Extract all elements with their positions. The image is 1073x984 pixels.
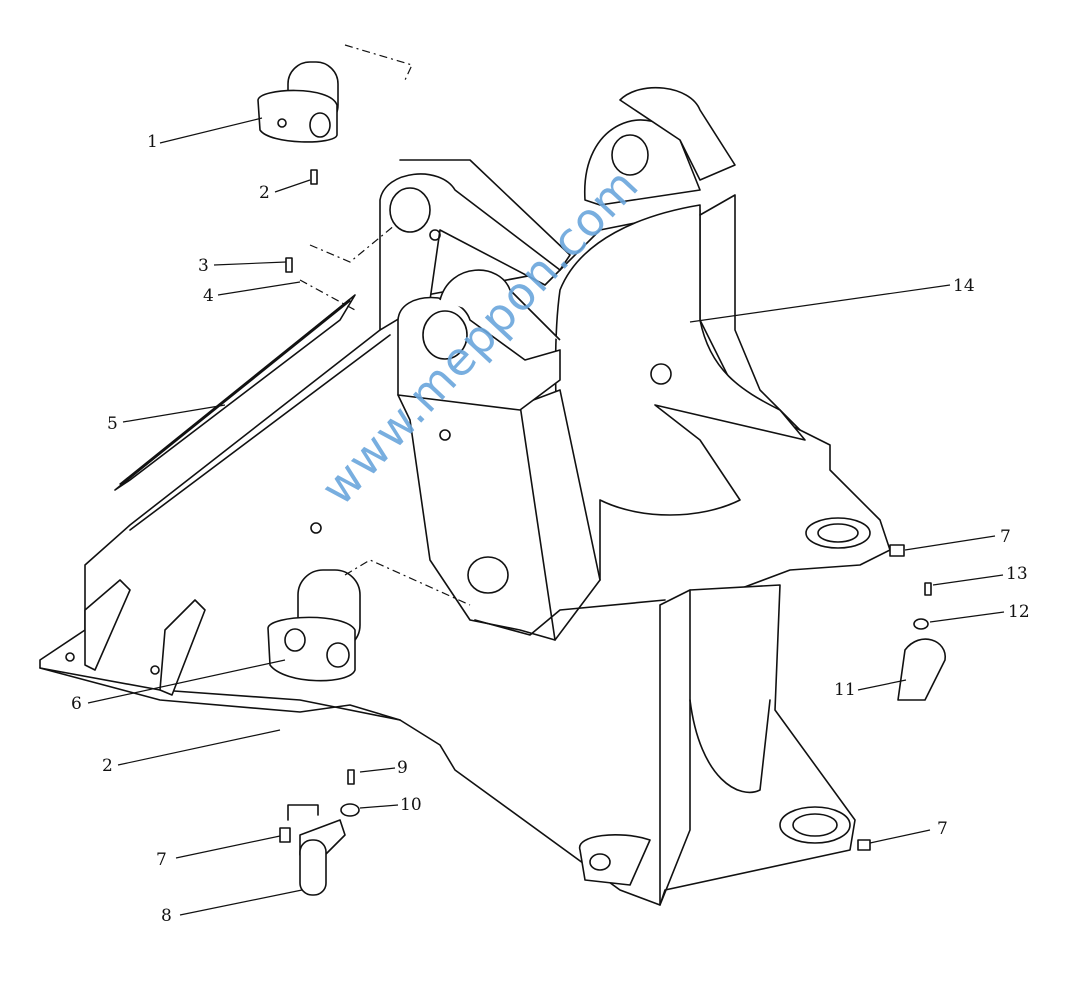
callout-11: 11 bbox=[834, 680, 856, 700]
callout-8: 8 bbox=[161, 906, 172, 926]
callout-9: 9 bbox=[397, 758, 408, 778]
callout-13: 13 bbox=[1006, 564, 1028, 584]
part-5-strip bbox=[114, 294, 391, 531]
small-parts bbox=[279, 169, 946, 896]
callout-14: 14 bbox=[953, 276, 975, 296]
callout-7a: 7 bbox=[156, 850, 167, 870]
leader-lines bbox=[87, 117, 1005, 916]
callout-2b: 2 bbox=[102, 756, 113, 776]
part-1-pin bbox=[257, 44, 413, 143]
callout-1: 1 bbox=[147, 132, 158, 152]
center-column bbox=[310, 269, 666, 641]
ribs bbox=[65, 579, 206, 696]
callout-12: 12 bbox=[1008, 602, 1030, 622]
callout-7b: 7 bbox=[1000, 527, 1011, 547]
callout-2: 2 bbox=[259, 183, 270, 203]
part-6-pin bbox=[267, 559, 471, 682]
callout-10: 10 bbox=[400, 795, 422, 815]
upper-right-lugs bbox=[584, 86, 736, 206]
callout-7c: 7 bbox=[937, 819, 948, 839]
callout-5: 5 bbox=[107, 414, 118, 434]
callout-6: 6 bbox=[71, 694, 82, 714]
callout-3: 3 bbox=[198, 256, 209, 276]
callout-4: 4 bbox=[203, 286, 214, 306]
upper-left-lug bbox=[379, 159, 571, 331]
